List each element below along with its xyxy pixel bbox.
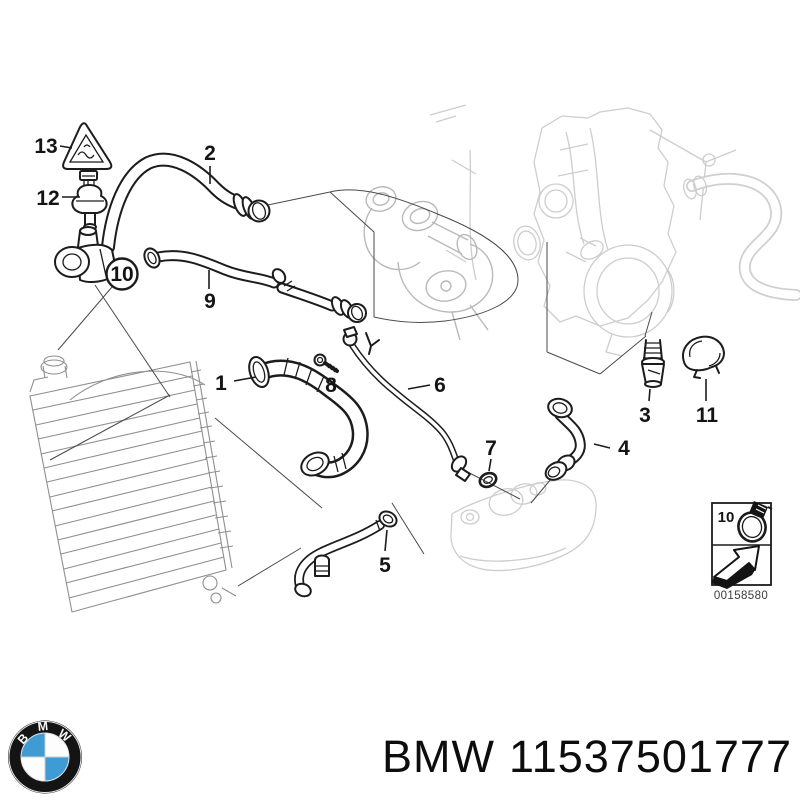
callout-8: 8 bbox=[325, 374, 337, 397]
part-4-return-hose bbox=[544, 397, 586, 481]
callout-12: 12 bbox=[36, 187, 59, 210]
part-7-o-ring bbox=[478, 471, 498, 489]
part-8-bolt bbox=[313, 353, 339, 373]
part-11-clamp-cover bbox=[682, 335, 725, 379]
gasket-ring-context bbox=[513, 225, 541, 261]
callout-1: 1 bbox=[215, 372, 227, 395]
part-number-text: 11537501777 bbox=[509, 731, 792, 782]
callout-9: 9 bbox=[204, 290, 216, 313]
callout-10-label: 10 bbox=[110, 263, 133, 286]
roundel-quadrants bbox=[21, 733, 69, 781]
callout-5: 5 bbox=[379, 554, 391, 577]
radiator-drawing bbox=[29, 355, 237, 613]
svg-text:M: M bbox=[37, 719, 49, 734]
bmw-logo: B M W bbox=[8, 719, 82, 794]
right-hose-context bbox=[683, 172, 800, 301]
part-6-vent-pipe bbox=[342, 326, 471, 482]
part-12-level-sensor bbox=[71, 170, 108, 231]
part-9-vent-hose bbox=[143, 247, 367, 323]
callout-10-circled: 10 bbox=[105, 257, 139, 291]
legend-box: 10 00158580 bbox=[711, 501, 773, 602]
oil-cooler-context bbox=[450, 479, 597, 572]
throttle-body-context bbox=[565, 237, 675, 357]
callout-6: 6 bbox=[434, 374, 446, 397]
callout-4: 4 bbox=[618, 437, 630, 460]
engine-timing-cover-context bbox=[429, 104, 737, 327]
part-number-title: BMW 11537501777 bbox=[382, 731, 792, 783]
legend-number: 10 bbox=[718, 509, 735, 526]
callouts: 13 12 2 9 1 8 6 7 4 3 11 5 bbox=[34, 135, 718, 577]
callout-11: 11 bbox=[696, 404, 719, 427]
part-1-radiator-hose bbox=[248, 355, 369, 479]
part-2-upper-hose bbox=[54, 152, 271, 283]
leader-lines bbox=[49, 189, 653, 587]
part-3-vent-screw bbox=[641, 339, 665, 388]
callout-13: 13 bbox=[34, 135, 57, 158]
direction-arrow-icon bbox=[711, 545, 760, 589]
callout-7: 7 bbox=[485, 437, 497, 460]
part-5-lower-hose bbox=[294, 510, 398, 598]
exploded-parts-drawing: 10 13 12 2 9 1 8 6 7 4 3 11 5 bbox=[29, 104, 800, 613]
part-13-warning-triangle bbox=[62, 122, 113, 170]
brand-text: BMW bbox=[382, 731, 496, 782]
image-code: 00158580 bbox=[714, 590, 768, 602]
callout-2: 2 bbox=[204, 142, 216, 165]
callout-3: 3 bbox=[639, 404, 651, 427]
hose-clamp-icon bbox=[737, 501, 773, 543]
water-pump-context bbox=[363, 186, 494, 341]
